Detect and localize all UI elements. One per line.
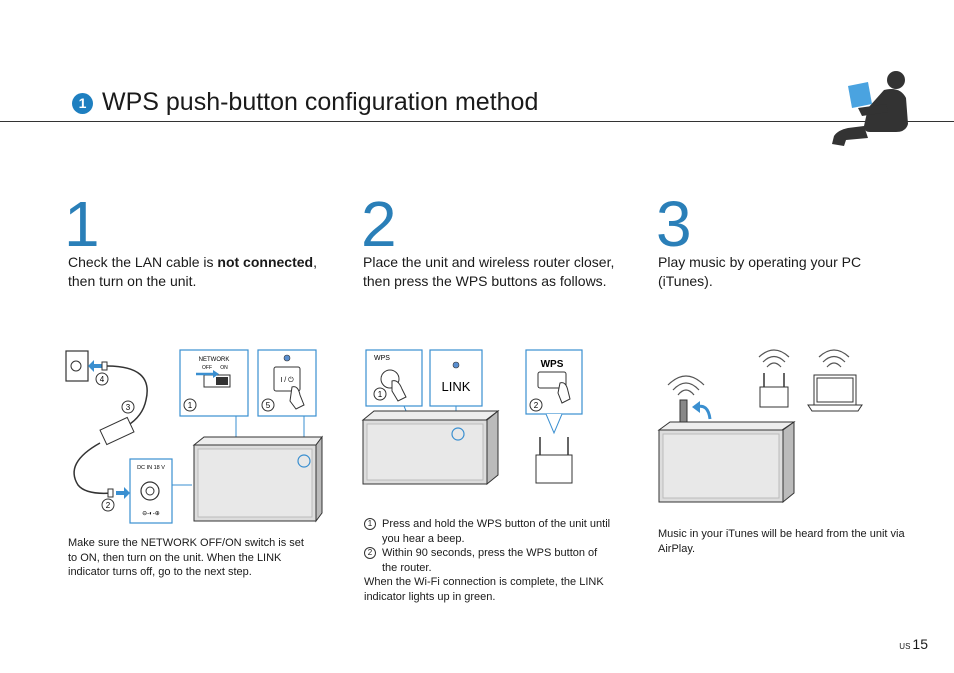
svg-text:I / ⏻: I / ⏻	[280, 376, 294, 384]
step-3-illustration	[657, 349, 863, 504]
svg-text:WPS: WPS	[541, 359, 564, 370]
section-number-badge: 1	[72, 93, 93, 114]
svg-text:NETWORK: NETWORK	[199, 357, 230, 363]
svg-text:1: 1	[188, 401, 193, 410]
svg-text:OFF: OFF	[202, 365, 212, 371]
svg-text:⊖-◐-⊕: ⊖-◐-⊕	[142, 511, 160, 517]
svg-text:4: 4	[100, 375, 105, 384]
title-rule	[0, 121, 954, 122]
step-3-description: Play music by operating your PC (iTunes)…	[658, 254, 862, 289]
svg-text:2: 2	[534, 401, 539, 410]
svg-text:3: 3	[126, 403, 131, 412]
step-1-illustration: 4 3 2 DC IN 18 V ⊖-◐-⊕ NETWORK OFF ON 1 …	[65, 349, 323, 524]
svg-text:2: 2	[106, 501, 111, 510]
step-1-number: 1	[64, 188, 100, 260]
step-2-number: 2	[361, 188, 397, 260]
step-1-description: Check the LAN cable is not connected, th…	[68, 254, 317, 289]
wifi-icon	[667, 375, 705, 396]
person-with-laptop-icon	[832, 71, 908, 146]
svg-text:1: 1	[378, 390, 383, 399]
step-1-note: Make sure the NETWORK OFF/ON switch is s…	[68, 537, 304, 578]
step-3-number: 3	[656, 188, 692, 260]
page-title: WPS push-button configuration method	[102, 88, 539, 116]
svg-text:DC IN 18 V: DC IN 18 V	[137, 465, 165, 471]
step-2-illustration: WPS 1 LINK WPS 2	[361, 349, 583, 486]
svg-text:5: 5	[266, 401, 271, 410]
svg-text:ON: ON	[220, 365, 228, 371]
svg-text:LINK: LINK	[442, 379, 471, 394]
step-2-note-tail: When the Wi-Fi connection is complete, t…	[364, 576, 604, 603]
step-3-note: Music in your iTunes will be heard from …	[658, 528, 905, 555]
step-2-description: Place the unit and wireless router close…	[363, 254, 615, 289]
svg-text:WPS: WPS	[374, 355, 390, 362]
